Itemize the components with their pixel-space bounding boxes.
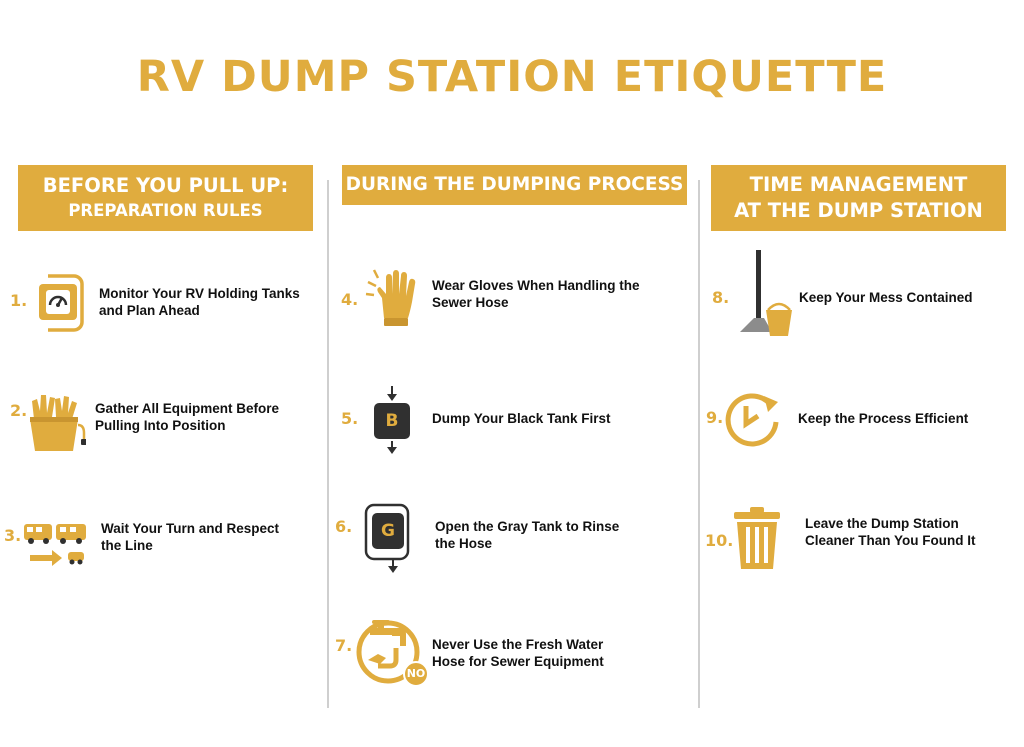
column-divider-left — [327, 180, 329, 708]
column-2-heading-line1: DURING THE DUMPING PROCESS — [345, 174, 684, 195]
step-text: Wear Gloves When Handling the Sewer Hose — [432, 277, 640, 311]
page-title: RV DUMP STATION ETIQUETTE — [136, 52, 888, 102]
step-text-line2: Sewer Hose — [432, 295, 509, 310]
step-text-line2: Pulling Into Position — [95, 418, 226, 433]
step-number: 3. — [4, 526, 22, 545]
tank-gauge-icon — [36, 272, 86, 339]
step-text-line2: and Plan Ahead — [99, 303, 200, 318]
step-number: 5. — [341, 409, 359, 428]
step-text-line1: Gather All Equipment Before — [95, 401, 280, 416]
gray-tank-badge: G — [381, 521, 395, 541]
equipment-bucket-icon — [28, 393, 87, 460]
no-faucet-icon — [356, 614, 432, 693]
step-text-line2: the Line — [101, 538, 153, 553]
column-1-heading-line1: BEFORE YOU PULL UP: — [42, 174, 289, 197]
step-number: 4. — [341, 290, 359, 309]
step-number: 6. — [335, 517, 353, 536]
column-3-banner: TIME MANAGEMENT AT THE DUMP STATION — [711, 165, 1006, 231]
column-2-banner: DURING THE DUMPING PROCESS — [342, 165, 687, 205]
trash-can-icon — [732, 505, 782, 576]
step-number: 7. — [335, 636, 353, 655]
step-text: Keep the Process Efficient — [798, 410, 968, 427]
no-badge: NO — [406, 667, 426, 680]
step-text-line1: Dump Your Black Tank First — [432, 411, 611, 426]
step-text-line1: Monitor Your RV Holding Tanks — [99, 286, 300, 301]
column-1-heading-line2: PREPARATION RULES — [68, 201, 263, 220]
step-text: Wait Your Turn and Respect the Line — [101, 520, 279, 554]
column-3-heading-line1: TIME MANAGEMENT — [749, 173, 968, 196]
rv-queue-icon — [22, 520, 88, 573]
column-3-heading-line2: AT THE DUMP STATION — [734, 199, 983, 222]
step-text-line1: Open the Gray Tank to Rinse — [435, 519, 620, 534]
step-text: Gather All Equipment Before Pulling Into… — [95, 400, 279, 434]
step-text: Never Use the Fresh Water Hose for Sewer… — [432, 636, 604, 670]
step-text-line1: Wait Your Turn and Respect — [101, 521, 280, 536]
step-text: Leave the Dump Station Cleaner Than You … — [805, 515, 976, 549]
step-text: Dump Your Black Tank First — [432, 410, 611, 427]
step-text-line1: Leave the Dump Station — [805, 516, 959, 531]
glove-icon — [364, 268, 420, 335]
step-number: 10. — [705, 531, 734, 550]
step-number: 9. — [706, 408, 724, 427]
step-text-line2: the Hose — [435, 536, 493, 551]
step-text: Keep Your Mess Contained — [799, 289, 973, 306]
gray-tank-icon — [364, 503, 416, 580]
step-text-line1: Keep Your Mess Contained — [799, 290, 973, 305]
step-text-line1: Keep the Process Efficient — [798, 411, 969, 426]
step-text-line2: Cleaner Than You Found It — [805, 533, 976, 548]
step-text-line2: Hose for Sewer Equipment — [432, 654, 604, 669]
column-1-banner: BEFORE YOU PULL UP: PREPARATION RULES — [18, 165, 313, 231]
step-number: 1. — [10, 291, 28, 310]
step-number: 8. — [712, 288, 730, 307]
step-text-line1: Wear Gloves When Handling the — [432, 278, 640, 293]
column-divider-right — [698, 180, 700, 708]
black-tank-badge: B — [385, 411, 399, 431]
clock-icon — [724, 392, 780, 453]
step-text: Open the Gray Tank to Rinse the Hose — [435, 518, 619, 552]
black-tank-icon — [370, 386, 414, 461]
step-text-line1: Never Use the Fresh Water — [432, 637, 604, 652]
step-number: 2. — [10, 401, 28, 420]
step-text: Monitor Your RV Holding Tanks and Plan A… — [99, 285, 300, 319]
mop-bucket-icon — [732, 248, 794, 345]
